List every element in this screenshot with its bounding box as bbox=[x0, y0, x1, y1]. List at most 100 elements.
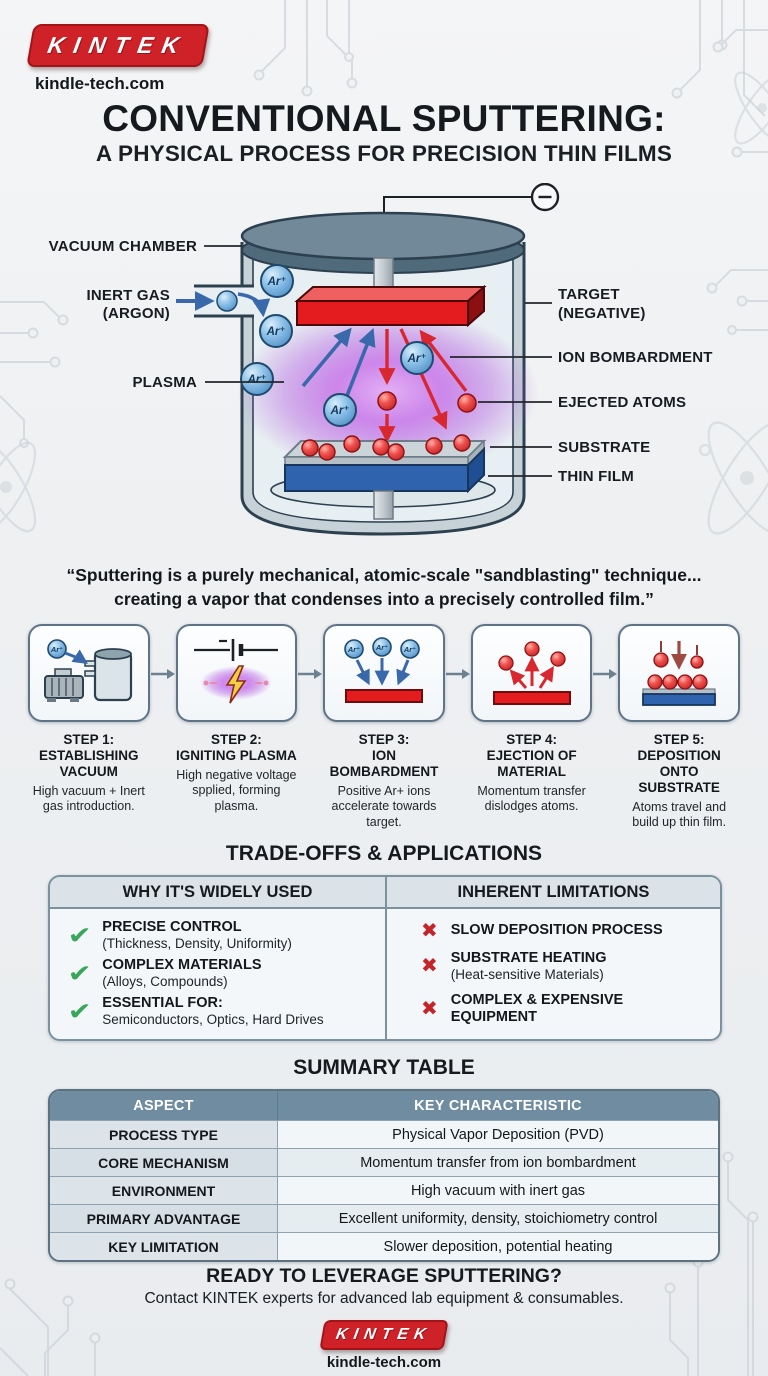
argon-ion: Ar⁺ bbox=[400, 341, 434, 375]
footer-brand: KINTEK bbox=[0, 1320, 768, 1350]
step-4: STEP 4: EJECTION OF MATERIAL Momentum tr… bbox=[470, 624, 593, 831]
argon-ion: Ar⁺ bbox=[260, 264, 294, 298]
battery-plasma-icon bbox=[194, 639, 279, 704]
pro-subtitle: (Thickness, Density, Uniformity) bbox=[102, 935, 292, 951]
column-header: ASPECT bbox=[50, 1091, 278, 1120]
argon-ion: Ar⁺ bbox=[323, 393, 357, 427]
step-description: Atoms travel and build up thin film. bbox=[632, 799, 727, 830]
pros-header: WHY IT'S WIDELY USED bbox=[50, 877, 385, 909]
summary-heading: SUMMARY TABLE bbox=[293, 1056, 475, 1079]
kintek-logo: KINTEK bbox=[26, 24, 210, 67]
label-connectors bbox=[204, 245, 552, 477]
brand-name: KINTEK bbox=[45, 32, 191, 58]
check-icon: ✔ bbox=[67, 996, 92, 1025]
step-title: ION BOMBARDMENT bbox=[329, 747, 439, 779]
check-icon: ✔ bbox=[67, 920, 92, 949]
step-title: IGNITING PLASMA bbox=[176, 747, 297, 763]
flow-arrow-icon bbox=[445, 669, 470, 679]
cross-icon: ✖ bbox=[421, 955, 438, 978]
svg-text:Ar⁺: Ar⁺ bbox=[267, 276, 287, 288]
con-item: ✖ COMPLEX & EXPENSIVE EQUIPMENT bbox=[421, 992, 712, 1025]
table-row: PRIMARY ADVANTAGE Excellent uniformity, … bbox=[50, 1204, 718, 1232]
cross-icon: ✖ bbox=[421, 997, 438, 1020]
brand-website: kindle-tech.com bbox=[35, 74, 165, 93]
con-title: COMPLEX & EXPENSIVE EQUIPMENT bbox=[450, 991, 624, 1025]
label-target: TARGET bbox=[558, 286, 620, 303]
svg-text:Ar⁺: Ar⁺ bbox=[330, 405, 350, 417]
atom-decoration bbox=[0, 71, 768, 535]
svg-text:Ar⁺: Ar⁺ bbox=[266, 326, 286, 338]
svg-text:Ar⁺: Ar⁺ bbox=[407, 353, 427, 365]
step-3: Ar⁺ Ar⁺ Ar⁺ STEP 3: ION BOMBARDMENT Posi… bbox=[323, 624, 445, 831]
svg-text:Ar⁺: Ar⁺ bbox=[403, 645, 416, 654]
flow-arrow-icon bbox=[298, 669, 323, 679]
step-2: STEP 2: IGNITING PLASMA High negative vo… bbox=[175, 624, 298, 831]
value-cell: High vacuum with inert gas bbox=[278, 1177, 718, 1204]
svg-text:Ar⁺: Ar⁺ bbox=[247, 374, 267, 386]
svg-text:Ar⁺: Ar⁺ bbox=[375, 643, 388, 652]
summary-table: ASPECT KEY CHARACTERISTIC PROCESS TYPE P… bbox=[48, 1089, 720, 1262]
label-vacuum-chamber: VACUUM CHAMBER bbox=[49, 238, 197, 255]
label-plasma: PLASMA bbox=[132, 374, 197, 391]
column-header: KEY CHARACTERISTIC bbox=[278, 1091, 718, 1120]
value-cell: Momentum transfer from ion bombardment bbox=[278, 1149, 718, 1176]
step-label: STEP 4: bbox=[506, 732, 557, 747]
step-description: Momentum transfer dislodges atoms. bbox=[477, 783, 586, 814]
value-cell: Slower deposition, potential heating bbox=[278, 1233, 718, 1260]
aspect-cell: CORE MECHANISM bbox=[50, 1149, 278, 1176]
step-5: STEP 5: DEPOSITION ONTO SUBSTRATE Atoms … bbox=[618, 624, 740, 831]
quote-line2: creating a vapor that condenses into a p… bbox=[114, 589, 654, 610]
footer-website: kindle-tech.com bbox=[326, 1354, 442, 1371]
step-title: ESTABLISHING VACUUM bbox=[39, 747, 139, 779]
quote-line1: “Sputtering is a purely mechanical, atom… bbox=[66, 565, 702, 585]
cons-column: INHERENT LIMITATIONS ✖ SLOW DEPOSITION P… bbox=[385, 877, 720, 1039]
con-subtitle: (Heat-sensitive Materials) bbox=[450, 966, 604, 982]
label-substrate: SUBSTRATE bbox=[558, 439, 650, 456]
brand-header: KINTEK kindle-tech.com bbox=[26, 24, 210, 94]
step-description: High negative voltage spplied, forming p… bbox=[176, 767, 297, 813]
value-cell: Physical Vapor Deposition (PVD) bbox=[278, 1121, 718, 1148]
page-title: CONVENTIONAL SPUTTERING: bbox=[102, 98, 666, 139]
brand-name: KINTEK bbox=[334, 1326, 434, 1343]
ion-arrows bbox=[176, 291, 376, 417]
step-description: High vacuum + Inert gas introduction. bbox=[32, 783, 145, 814]
step-1: Ar⁺ STEP 1: ESTABLISHING VACUUM High vac… bbox=[28, 624, 150, 831]
aspect-cell: PRIMARY ADVANTAGE bbox=[50, 1205, 278, 1232]
tradeoffs-panel: WHY IT'S WIDELY USED ✔ PRECISE CONTROL (… bbox=[48, 875, 722, 1041]
pro-title: PRECISE CONTROL bbox=[102, 918, 242, 935]
kintek-logo: KINTEK bbox=[319, 1320, 449, 1350]
label-ejected-atoms: EJECTED ATOMS bbox=[558, 394, 686, 411]
pro-title: ESSENTIAL FOR: bbox=[102, 994, 223, 1011]
step-label: STEP 3: bbox=[358, 732, 410, 747]
pro-item: ✔ PRECISE CONTROL (Thickness, Density, U… bbox=[67, 918, 377, 951]
step-label: STEP 2: bbox=[211, 732, 262, 747]
ion-bombardment-icon: Ar⁺ Ar⁺ Ar⁺ bbox=[344, 637, 423, 703]
con-title: SLOW DEPOSITION PROCESS bbox=[450, 922, 663, 939]
step-description: Positive Ar+ ions accelerate towards tar… bbox=[331, 783, 437, 829]
ejection-icon bbox=[492, 641, 571, 705]
aspect-cell: PROCESS TYPE bbox=[50, 1121, 278, 1148]
label-target2: (NEGATIVE) bbox=[558, 305, 646, 322]
cons-header: INHERENT LIMITATIONS bbox=[387, 877, 720, 909]
negative-terminal-icon bbox=[530, 183, 560, 212]
target-shape bbox=[294, 284, 487, 328]
table-header-row: ASPECT KEY CHARACTERISTIC bbox=[50, 1091, 718, 1120]
pros-column: WHY IT'S WIDELY USED ✔ PRECISE CONTROL (… bbox=[50, 877, 385, 1039]
flow-arrow-icon bbox=[150, 669, 175, 679]
step-label: STEP 1: bbox=[63, 732, 115, 747]
table-row: CORE MECHANISM Momentum transfer from io… bbox=[50, 1148, 718, 1176]
aspect-cell: KEY LIMITATION bbox=[50, 1233, 278, 1260]
pro-title: COMPLEX MATERIALS bbox=[102, 956, 262, 973]
vacuum-pump-tank-icon: Ar⁺ bbox=[43, 639, 132, 702]
con-item: ✖ SUBSTRATE HEATING (Heat-sensitive Mate… bbox=[421, 950, 712, 982]
cta-text: Contact KINTEK experts for advanced lab … bbox=[144, 1290, 624, 1307]
ejected-atom bbox=[377, 391, 397, 411]
pro-subtitle: Semiconductors, Optics, Hard Drives bbox=[102, 1011, 324, 1027]
aspect-cell: ENVIRONMENT bbox=[50, 1177, 278, 1204]
deposition-icon bbox=[642, 641, 717, 706]
quote-block: “Sputtering is a purely mechanical, atom… bbox=[34, 563, 734, 611]
con-item: ✖ SLOW DEPOSITION PROCESS bbox=[421, 921, 712, 941]
ejected-atom bbox=[457, 393, 477, 413]
